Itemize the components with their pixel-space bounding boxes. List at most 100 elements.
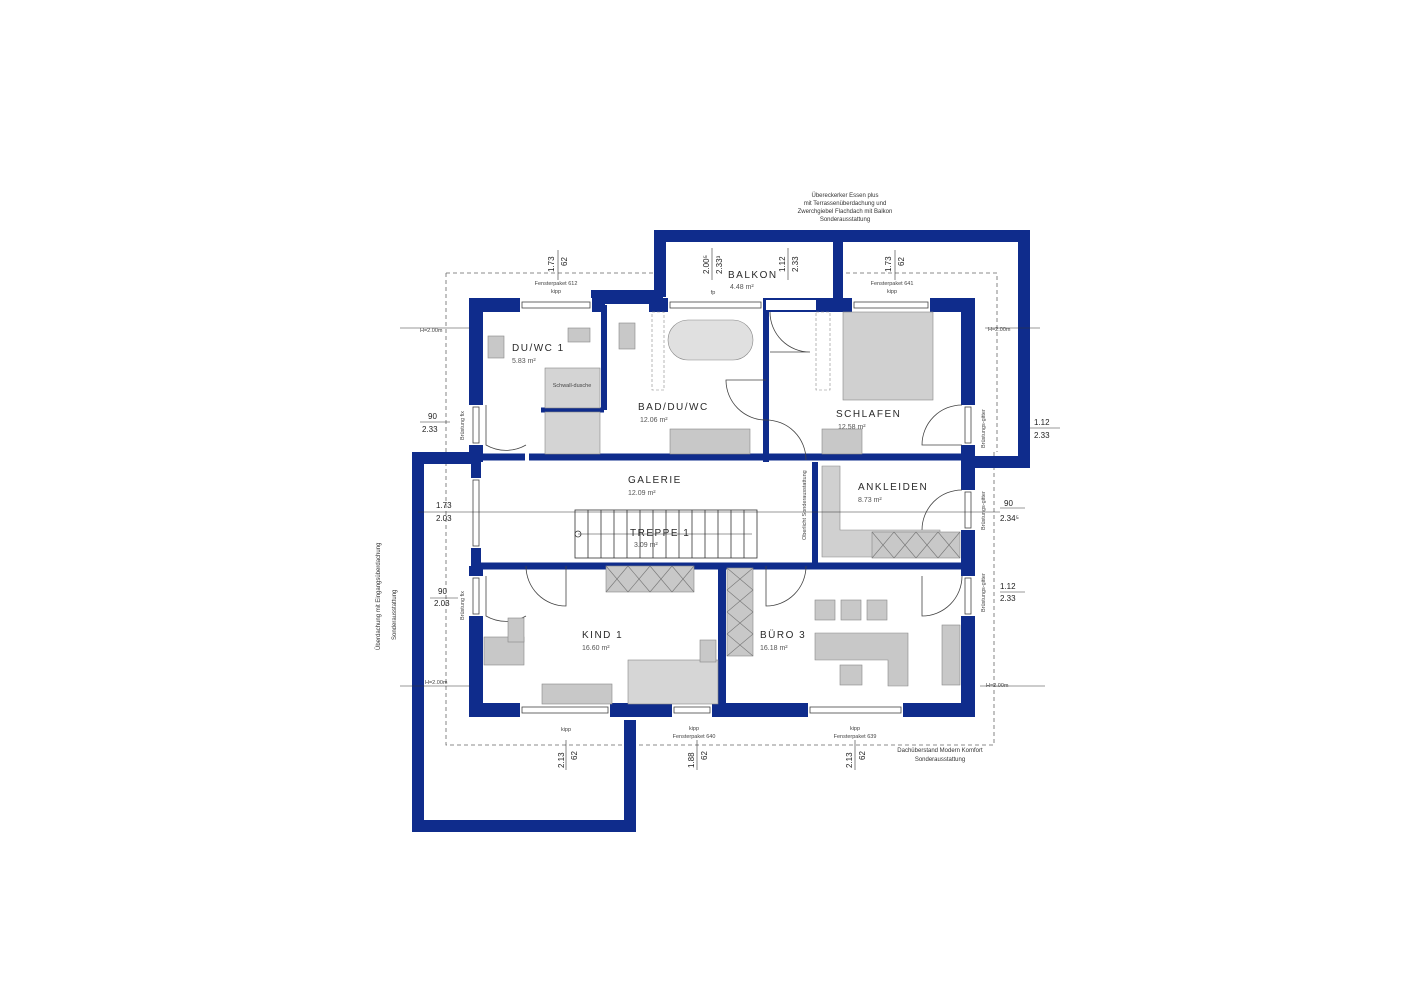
left-note: Überdachung mit Eingangsüberdachung Sond… bbox=[375, 543, 398, 650]
room-duwc-area: 5.83 m² bbox=[512, 358, 536, 365]
shelf-cross bbox=[893, 531, 917, 559]
svg-text:Überdachung mit Eingangsüberda: Überdachung mit Eingangsüberdachung bbox=[375, 543, 382, 650]
svg-text:Sonderausstattung: Sonderausstattung bbox=[392, 590, 398, 640]
bottom-note: Dachüberstand Modern Komfort Sonderausst… bbox=[897, 748, 983, 763]
svg-text:1.12: 1.12 bbox=[1000, 582, 1016, 591]
svg-text:2.33: 2.33 bbox=[422, 425, 438, 434]
room-labels: DU/WC 1 5.83 m² BAD/DU/WC 12.06 m² BALKO… bbox=[512, 270, 928, 652]
svg-text:62: 62 bbox=[570, 751, 579, 760]
svg-text:2.00⁵: 2.00⁵ bbox=[702, 255, 711, 274]
room-schlafen-area: 12.58 m² bbox=[838, 424, 866, 431]
svg-text:kipp: kipp bbox=[551, 289, 561, 295]
furniture bbox=[483, 311, 961, 705]
svg-text:Sonderausstattung: Sonderausstattung bbox=[820, 217, 870, 223]
bad-toilet bbox=[618, 322, 636, 350]
bad-vanity bbox=[669, 428, 751, 455]
svg-text:Zwerchgiebel Flachdach mit Bal: Zwerchgiebel Flachdach mit Balkon bbox=[798, 209, 893, 215]
svg-text:H=2.00m: H=2.00m bbox=[988, 327, 1011, 333]
roof-outline bbox=[445, 272, 998, 746]
svg-text:mit Terrassenüberdachung und: mit Terrassenüberdachung und bbox=[804, 201, 887, 207]
window-labels: Fensterpaket 612 kipp Fensterpaket 641 k… bbox=[535, 281, 914, 740]
svg-text:2.13: 2.13 bbox=[845, 752, 854, 768]
room-balkon-area: 4.48 m² bbox=[730, 284, 754, 291]
room-ankleiden-area: 8.73 m² bbox=[858, 497, 882, 504]
svg-text:62: 62 bbox=[700, 751, 709, 760]
duwc-toilet bbox=[567, 327, 591, 343]
svg-text:Übereckerker Essen plus: Übereckerker Essen plus bbox=[811, 192, 878, 199]
svg-text:2.03: 2.03 bbox=[434, 599, 450, 608]
svg-text:H=2.00m: H=2.00m bbox=[420, 328, 443, 334]
svg-text:90: 90 bbox=[428, 412, 437, 421]
svg-text:Brüstungs-gitter: Brüstungs-gitter bbox=[981, 573, 987, 612]
svg-text:Brüstungs-gitter: Brüstungs-gitter bbox=[981, 409, 987, 448]
svg-text:kipp: kipp bbox=[887, 289, 897, 295]
room-treppe-area: 3.09 m² bbox=[634, 542, 658, 549]
svg-text:Fensterpaket 641: Fensterpaket 641 bbox=[871, 281, 914, 287]
svg-text:Brüstungs-gitter: Brüstungs-gitter bbox=[981, 491, 987, 530]
room-schlafen-name: SCHLAFEN bbox=[836, 409, 901, 420]
svg-text:H=2.00m: H=2.00m bbox=[986, 683, 1009, 689]
svg-text:kipp: kipp bbox=[689, 726, 699, 732]
svg-text:kipp: kipp bbox=[850, 726, 860, 732]
svg-text:62: 62 bbox=[897, 257, 906, 266]
svg-text:Fensterpaket 612: Fensterpaket 612 bbox=[535, 281, 578, 287]
misc-labels: Brüstung fix Brüstung fix Brüstungs-gitt… bbox=[460, 383, 987, 620]
svg-text:90: 90 bbox=[1004, 499, 1013, 508]
room-bad-name: BAD/DU/WC bbox=[638, 402, 709, 413]
window-frames bbox=[472, 301, 972, 714]
kind-bed bbox=[627, 659, 719, 705]
shelf-cross bbox=[726, 633, 754, 657]
bad-bathtub bbox=[667, 319, 754, 361]
svg-text:Schwall-dusche: Schwall-dusche bbox=[553, 383, 592, 389]
svg-text:1.73: 1.73 bbox=[884, 256, 893, 272]
svg-text:1.88: 1.88 bbox=[687, 752, 696, 768]
svg-text:H=2.00m: H=2.00m bbox=[425, 680, 448, 686]
bed bbox=[842, 311, 934, 401]
svg-text:Fensterpaket 640: Fensterpaket 640 bbox=[673, 734, 716, 740]
shelf-cross bbox=[605, 565, 629, 593]
nightstand bbox=[821, 428, 863, 455]
shelf-cross bbox=[671, 565, 695, 593]
room-ankleiden-name: ANKLEIDEN bbox=[858, 482, 928, 493]
staircase[interactable] bbox=[574, 509, 758, 559]
wall-balcony bbox=[654, 230, 1030, 468]
window-openings bbox=[469, 298, 975, 717]
dimension-lines bbox=[400, 248, 1060, 770]
svg-text:62: 62 bbox=[858, 751, 867, 760]
shelf-cross bbox=[726, 611, 754, 635]
room-galerie-name: GALERIE bbox=[628, 475, 682, 486]
svg-text:2.34⁵: 2.34⁵ bbox=[1000, 514, 1019, 523]
room-bad-area: 12.06 m² bbox=[640, 417, 668, 424]
svg-text:90: 90 bbox=[438, 587, 447, 596]
svg-text:Dachüberstand Modern Komfort: Dachüberstand Modern Komfort bbox=[897, 748, 983, 754]
shelf-cross bbox=[937, 531, 961, 559]
svg-text:2.33³: 2.33³ bbox=[715, 255, 724, 274]
wall-terrace bbox=[412, 452, 636, 832]
shelf-cross bbox=[726, 589, 754, 613]
shelf-cross bbox=[915, 531, 939, 559]
svg-text:kipp: kipp bbox=[561, 727, 571, 733]
shelf-crosses bbox=[605, 531, 961, 657]
svg-text:Fensterpaket 639: Fensterpaket 639 bbox=[834, 734, 877, 740]
svg-text:2.03: 2.03 bbox=[436, 514, 452, 523]
svg-text:1.12: 1.12 bbox=[778, 256, 787, 272]
room-treppe-name: TREPPE 1 bbox=[630, 528, 690, 539]
svg-text:2.33: 2.33 bbox=[1000, 594, 1016, 603]
room-kind-area: 16.60 m² bbox=[582, 645, 610, 652]
svg-text:Brüstung fix: Brüstung fix bbox=[460, 591, 466, 620]
buero-shelf bbox=[726, 567, 754, 657]
svg-text:fp: fp bbox=[711, 290, 716, 296]
svg-text:1.12: 1.12 bbox=[1034, 418, 1050, 427]
room-balkon-name: BALKON bbox=[728, 270, 778, 281]
kind-shelf bbox=[605, 565, 695, 593]
svg-text:2.33: 2.33 bbox=[1034, 431, 1050, 440]
shelf-cross bbox=[627, 565, 651, 593]
svg-text:Sonderausstattung: Sonderausstattung bbox=[915, 757, 965, 763]
buero-desk bbox=[814, 632, 909, 687]
duwc-sink bbox=[487, 335, 505, 359]
room-buero-area: 16.18 m² bbox=[760, 645, 788, 652]
svg-text:2.33: 2.33 bbox=[791, 256, 800, 272]
shelf-cross bbox=[726, 567, 754, 591]
svg-text:Oberlicht Sonderausstattung: Oberlicht Sonderausstattung bbox=[802, 470, 808, 540]
